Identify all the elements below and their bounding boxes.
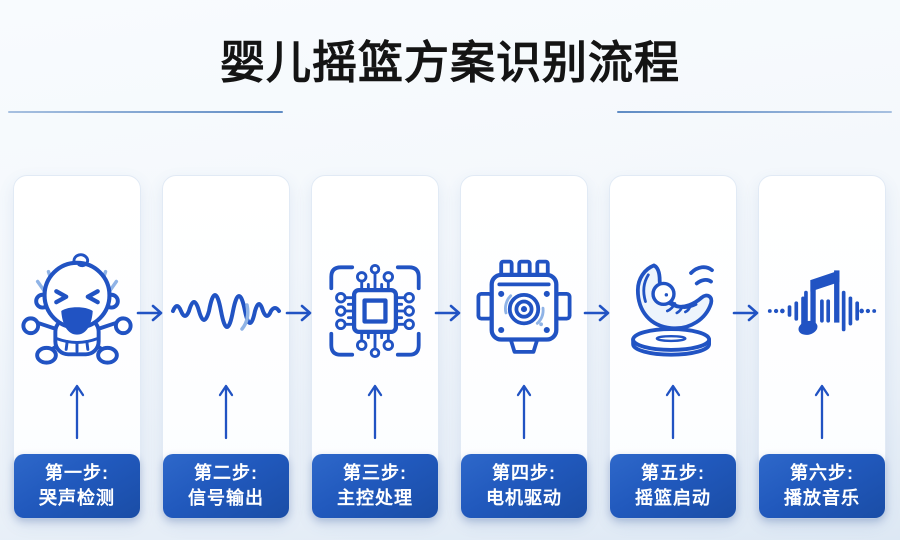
step-name: 哭声检测 (39, 488, 115, 508)
step-card-5: 第五步: 摇篮启动 (609, 175, 737, 519)
cradle-icon (610, 204, 736, 418)
up-arrow-icon (516, 384, 532, 440)
step-label-badge: 第三步: 主控处理 (312, 454, 438, 518)
step-name: 电机驱动 (486, 488, 562, 508)
step-number: 第五步: (641, 462, 705, 483)
step-card-2: 第二步: 信号输出 (162, 175, 290, 519)
step-label-badge: 第二步: 信号输出 (163, 454, 289, 518)
page-title: 婴儿摇篮方案识别流程 (219, 37, 680, 88)
right-arrow-icon (583, 304, 610, 322)
right-arrow-icon (136, 304, 163, 322)
right-arrow-icon (285, 304, 312, 322)
sound-waveform-icon (163, 204, 289, 418)
step-label-badge: 第六步: 播放音乐 (759, 454, 885, 518)
title-divider-left (8, 111, 283, 113)
step-card-1: 第一步: 哭声检测 (13, 175, 141, 519)
step-label-badge: 第四步: 电机驱动 (461, 454, 587, 518)
up-arrow-icon (69, 384, 85, 440)
process-flow: 第一步: 哭声检测 第二步: 信号输出 (13, 175, 887, 519)
step-number: 第六步: (790, 462, 854, 483)
up-arrow-icon (367, 384, 383, 440)
up-arrow-icon (814, 384, 830, 440)
step-label-badge: 第五步: 摇篮启动 (610, 454, 736, 518)
step-name: 摇篮启动 (635, 488, 711, 508)
step-number: 第三步: (343, 462, 407, 483)
up-arrow-icon (218, 384, 234, 440)
cpu-chip-icon (312, 204, 438, 418)
step-label-badge: 第一步: 哭声检测 (14, 454, 140, 518)
right-arrow-icon (732, 304, 759, 322)
step-number: 第四步: (492, 462, 556, 483)
music-note-icon (759, 204, 885, 418)
step-number: 第二步: (194, 462, 258, 483)
step-name: 主控处理 (337, 488, 413, 508)
step-name: 信号输出 (188, 488, 264, 508)
right-arrow-icon (434, 304, 461, 322)
step-card-4: 第四步: 电机驱动 (460, 175, 588, 519)
step-number: 第一步: (45, 462, 109, 483)
crying-baby-icon (14, 204, 140, 418)
step-card-6: 第六步: 播放音乐 (758, 175, 886, 519)
step-card-3: 第三步: 主控处理 (311, 175, 439, 519)
up-arrow-icon (665, 384, 681, 440)
title-divider-right (617, 111, 892, 113)
step-name: 播放音乐 (784, 488, 860, 508)
motor-icon (461, 204, 587, 418)
